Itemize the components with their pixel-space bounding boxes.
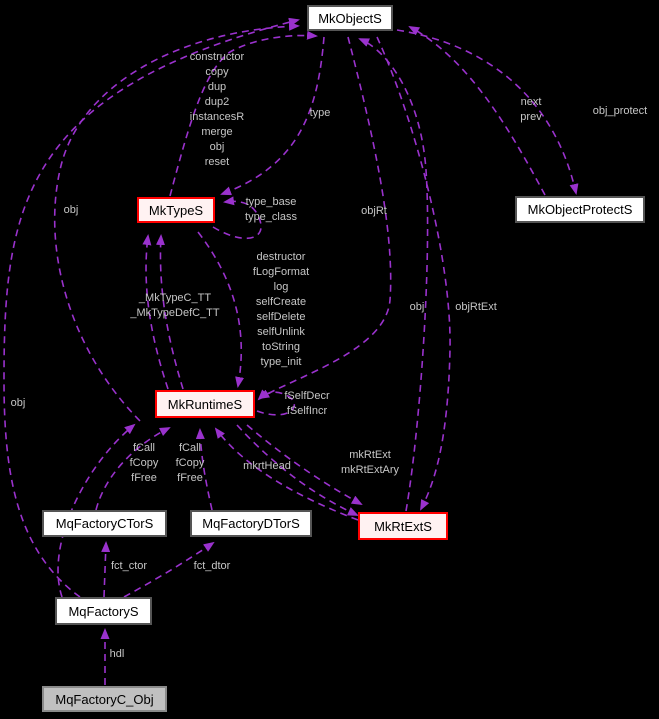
edge-label-mkrtext: mkRtExt mkRtExtAry: [341, 448, 399, 478]
edge-label-line: _MkTypeDefC_TT: [130, 307, 220, 319]
edge-label-line: type: [309, 107, 331, 119]
edge-type: [220, 36, 325, 196]
edge-label-line: obj: [409, 301, 425, 313]
edge-label-objrt: objRt: [361, 204, 387, 219]
edge-label-line: prev: [520, 111, 542, 123]
edge-label-line: log: [273, 281, 289, 293]
edge-fcall-dtor: [195, 428, 213, 511]
edge-objrtext: [376, 36, 451, 511]
edge-label-obj-mid: obj: [410, 300, 425, 315]
edge-fself-loop: [256, 389, 296, 416]
edge-label-fct-ctor: fct_ctor: [111, 559, 147, 574]
edge-label-line: fCopy: [175, 457, 205, 469]
edge-label-line: instancesR: [189, 111, 245, 123]
edge-label-fcall-dtor: fCall fCopy fFree: [176, 441, 205, 486]
edge-label-obj-protect: obj_protect: [593, 104, 647, 119]
edge-dtor-list: [197, 231, 245, 388]
edge-fcall-ctor: [95, 427, 171, 511]
edge-label-line: hdl: [109, 648, 125, 660]
edge-label-objrtext: objRtExt: [455, 300, 497, 315]
edge-label-line: next: [520, 96, 542, 108]
edge-label-obj-upper-left: obj: [64, 203, 79, 218]
edge-label-line: mkRtExt: [349, 449, 391, 461]
edge-objrt: [258, 36, 392, 399]
edge-label-line: objRt: [361, 205, 387, 217]
edge-label-line: constructor: [189, 51, 245, 63]
edge-label-line: destructor: [256, 251, 306, 263]
edge-label-obj-far-left: obj: [11, 396, 26, 411]
edge-label-line: fCall: [178, 442, 201, 454]
edge-label-line: selfCreate: [255, 296, 307, 308]
edge-label-line: obj: [63, 204, 79, 216]
edge-label-fct-dtor: fct_dtor: [194, 559, 231, 574]
edge-label-line: merge: [201, 126, 233, 138]
edge-label-dtor-list: destructor fLogFormat log selfCreate selfDel…: [253, 250, 309, 370]
edge-label-line: fCall: [132, 442, 155, 454]
edge-obj-mid: [358, 38, 429, 512]
edge-label-line: obj: [209, 141, 225, 153]
edge-label-hdl: hdl: [110, 647, 125, 662]
edge-label-line: mkrtHead: [243, 460, 291, 472]
edge-mktypec-tt: [142, 234, 169, 390]
edge-obj-upper-left: [53, 21, 300, 422]
edge-obj-far-left: [3, 17, 300, 598]
edge-label-line: fLogFormat: [252, 266, 310, 278]
edge-label-line: dup2: [204, 96, 230, 108]
edge-label-line: fSelfIncr: [286, 405, 328, 417]
edge-label-type-base-class: type_base type_class: [245, 195, 297, 225]
edge-label-line: obj: [10, 397, 26, 409]
edge-label-ctor-list: constructor copy dup dup2 instancesR merge obj…: [190, 50, 244, 170]
edge-label-line: obj_protect: [592, 105, 648, 117]
edge-obj-protect: [396, 29, 579, 195]
node-mqfactoryc-obj[interactable]: MqFactoryC_Obj: [42, 686, 167, 712]
edge-mkrtextary: [236, 424, 359, 516]
edge-label-line: fFree: [131, 472, 157, 484]
edge-label-line: type_class: [245, 211, 297, 223]
node-mqfactorys[interactable]: MqFactoryS: [55, 597, 152, 625]
edge-label-fcall-ctor: fCall fCopy fFree: [130, 441, 159, 486]
edge-label-fself: fSelfDecr fSelfIncr: [284, 389, 329, 419]
edge-label-line: type_init: [260, 356, 302, 368]
edge-label-line: fCopy: [129, 457, 159, 469]
node-mktypes[interactable]: MkTypeS: [137, 197, 215, 223]
node-mqfactoryctors[interactable]: MqFactoryCTorS: [42, 510, 167, 537]
node-mkobjectprotects[interactable]: MkObjectProtectS: [515, 196, 645, 223]
edge-label-mktypec-tt: _MkTypeC_TT _MkTypeDefC_TT: [130, 291, 219, 321]
edge-mkrthead: [214, 427, 359, 521]
edge-label-line: fct_ctor: [110, 560, 148, 572]
edge-label-line: copy: [205, 66, 229, 78]
edge-mktypedefc-tt: [156, 234, 184, 390]
edge-label-type: type: [310, 106, 331, 121]
edge-fct-ctor: [101, 541, 111, 598]
edge-label-line: toString: [262, 341, 300, 353]
edge-label-next-prev: next prev: [520, 95, 541, 125]
edge-label-line: objRtExt: [455, 301, 497, 313]
node-mkrtexts[interactable]: MkRtExtS: [358, 512, 448, 540]
edge-label-line: fct_dtor: [193, 560, 231, 572]
edge-type-base-class: [212, 196, 262, 240]
edge-label-line: reset: [204, 156, 230, 168]
edge-fct-dtor: [123, 541, 215, 598]
edge-label-line: _MkTypeC_TT: [138, 292, 212, 304]
edge-label-mkrthead: mkrtHead: [243, 459, 291, 474]
edge-ctor-list: [169, 30, 318, 197]
edge-label-line: selfDelete: [256, 311, 306, 323]
edge-next-prev: [408, 26, 546, 196]
edge-into-runtime-left: [57, 423, 136, 598]
edge-label-line: fSelfDecr: [284, 390, 330, 402]
edge-label-line: fFree: [177, 472, 203, 484]
node-mkruntimes[interactable]: MkRuntimeS: [155, 390, 255, 418]
edge-mkrtext: [246, 424, 363, 505]
node-mkobjects[interactable]: MkObjectS: [307, 5, 393, 31]
edge-label-line: type_base: [245, 196, 297, 208]
edge-label-line: selfUnlink: [257, 326, 305, 338]
edge-label-line: dup: [207, 81, 227, 93]
node-mqfactorydtors[interactable]: MqFactoryDTorS: [190, 510, 312, 537]
edge-label-line: mkRtExtAry: [340, 464, 400, 476]
